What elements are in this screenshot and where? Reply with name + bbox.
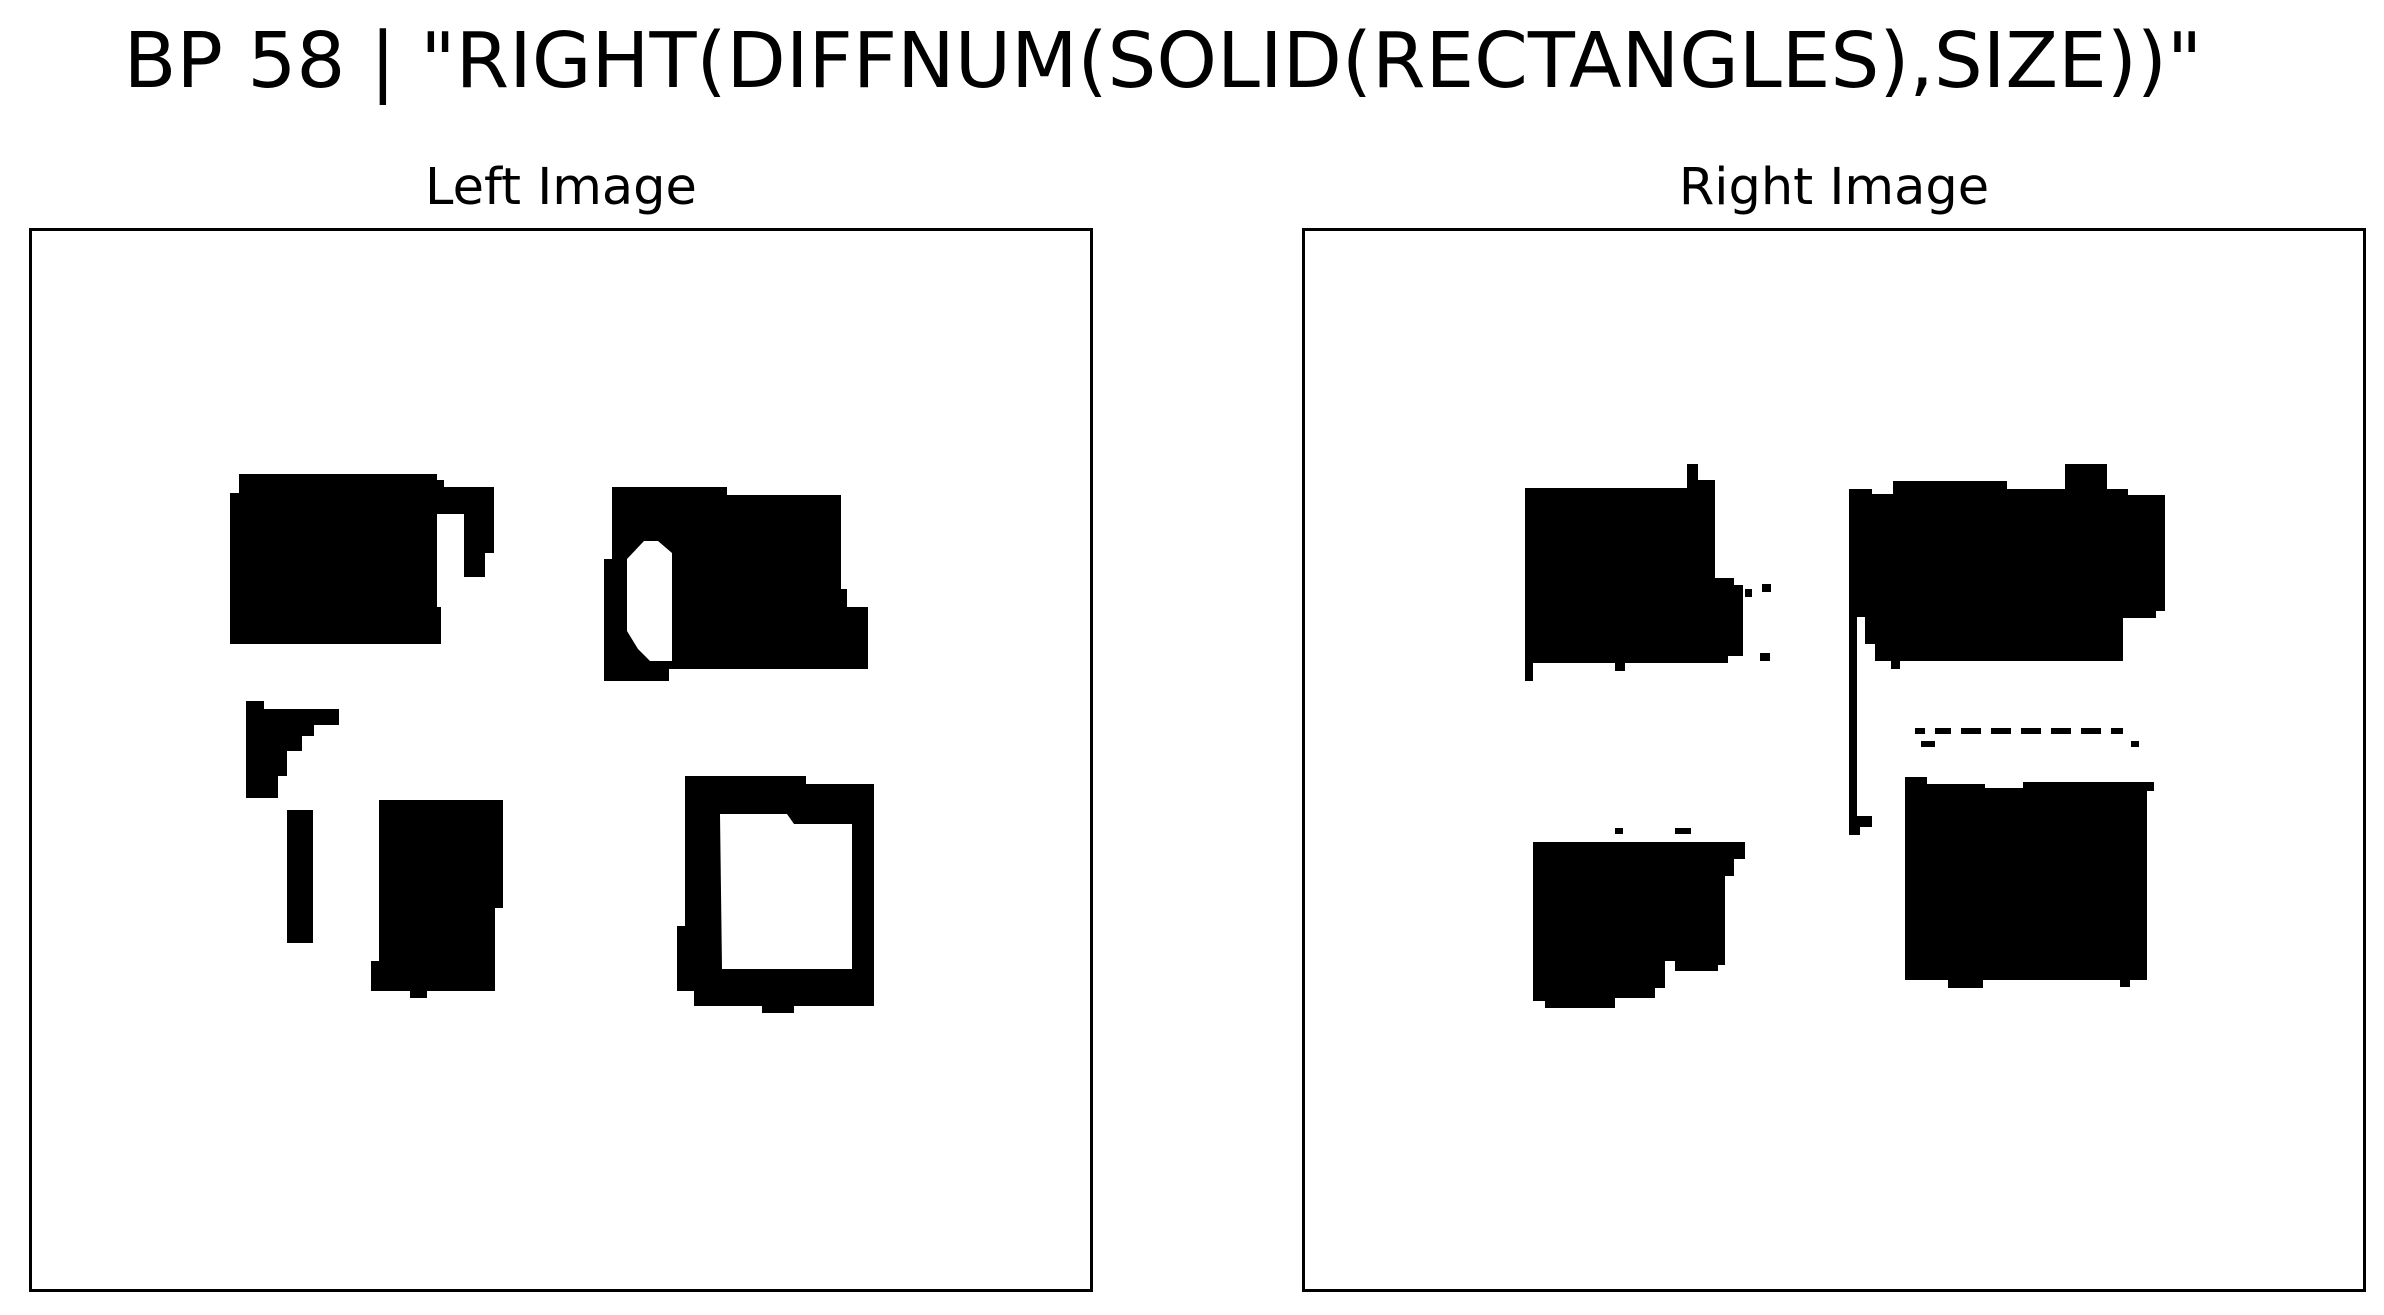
right-image-canvas xyxy=(1525,464,2165,1008)
right-shape-block-top-right xyxy=(1849,464,2165,835)
left-shape-hollow-rect xyxy=(677,776,874,1013)
left-image-panel xyxy=(29,228,1093,1292)
page-title: BP 58 | "RIGHT(DIFFNUM(SOLID(RECTANGLES)… xyxy=(123,17,2203,106)
left-image-label: Left Image xyxy=(425,158,697,217)
right-shape-block-bottom-right xyxy=(1905,777,2154,988)
left-shape-solid-rect xyxy=(371,800,503,998)
left-shape-rect-with-handle xyxy=(230,474,494,644)
right-image-label: Right Image xyxy=(1678,158,1990,217)
left-shape-thin-bar xyxy=(287,810,313,943)
right-shape-block-bottom-left xyxy=(1533,828,1745,1008)
right-shape-dashed-line xyxy=(1915,728,2139,747)
left-shape-rect-with-notch xyxy=(604,487,868,681)
left-image-canvas xyxy=(230,474,874,1013)
left-shape-triangle xyxy=(246,701,339,798)
right-image-panel xyxy=(1302,228,2366,1292)
right-shape-block-top-left xyxy=(1525,464,1771,681)
